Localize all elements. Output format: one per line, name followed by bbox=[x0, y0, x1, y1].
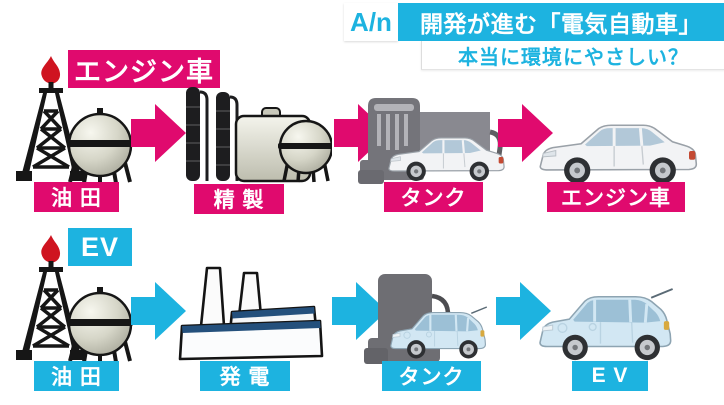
oil-field-icon bbox=[12, 234, 137, 364]
refinery-icon bbox=[172, 83, 332, 185]
step-label-ev: E V bbox=[572, 361, 648, 391]
row-title-engine-car: エンジン車 bbox=[68, 50, 220, 88]
step-label-oil-field: 油 田 bbox=[34, 361, 119, 391]
step-label-power-generation: 発 電 bbox=[200, 361, 290, 391]
step-label-engine-car: エンジン車 bbox=[547, 182, 685, 212]
step-label-tank-battery: タンク bbox=[382, 361, 481, 391]
charging-station-car-icon bbox=[356, 272, 506, 364]
step-label-tank-fuel: タンク bbox=[384, 182, 483, 212]
power-plant-icon bbox=[176, 266, 326, 364]
subheadline-bar: 本当に環境にやさしい？ bbox=[421, 41, 724, 70]
ev-hatchback-icon bbox=[536, 288, 702, 366]
oil-field-icon bbox=[12, 55, 137, 185]
step-label-oil-field: 油 田 bbox=[34, 182, 119, 212]
step-label-refining: 精 製 bbox=[194, 184, 284, 214]
engine-sedan-icon bbox=[536, 116, 702, 186]
fuel-pump-car-icon bbox=[356, 92, 506, 186]
channel-logo: A/n bbox=[344, 3, 398, 41]
headline-bar: 開発が進む「電気自動車」 bbox=[398, 3, 724, 41]
row-title-ev: EV bbox=[68, 228, 132, 266]
